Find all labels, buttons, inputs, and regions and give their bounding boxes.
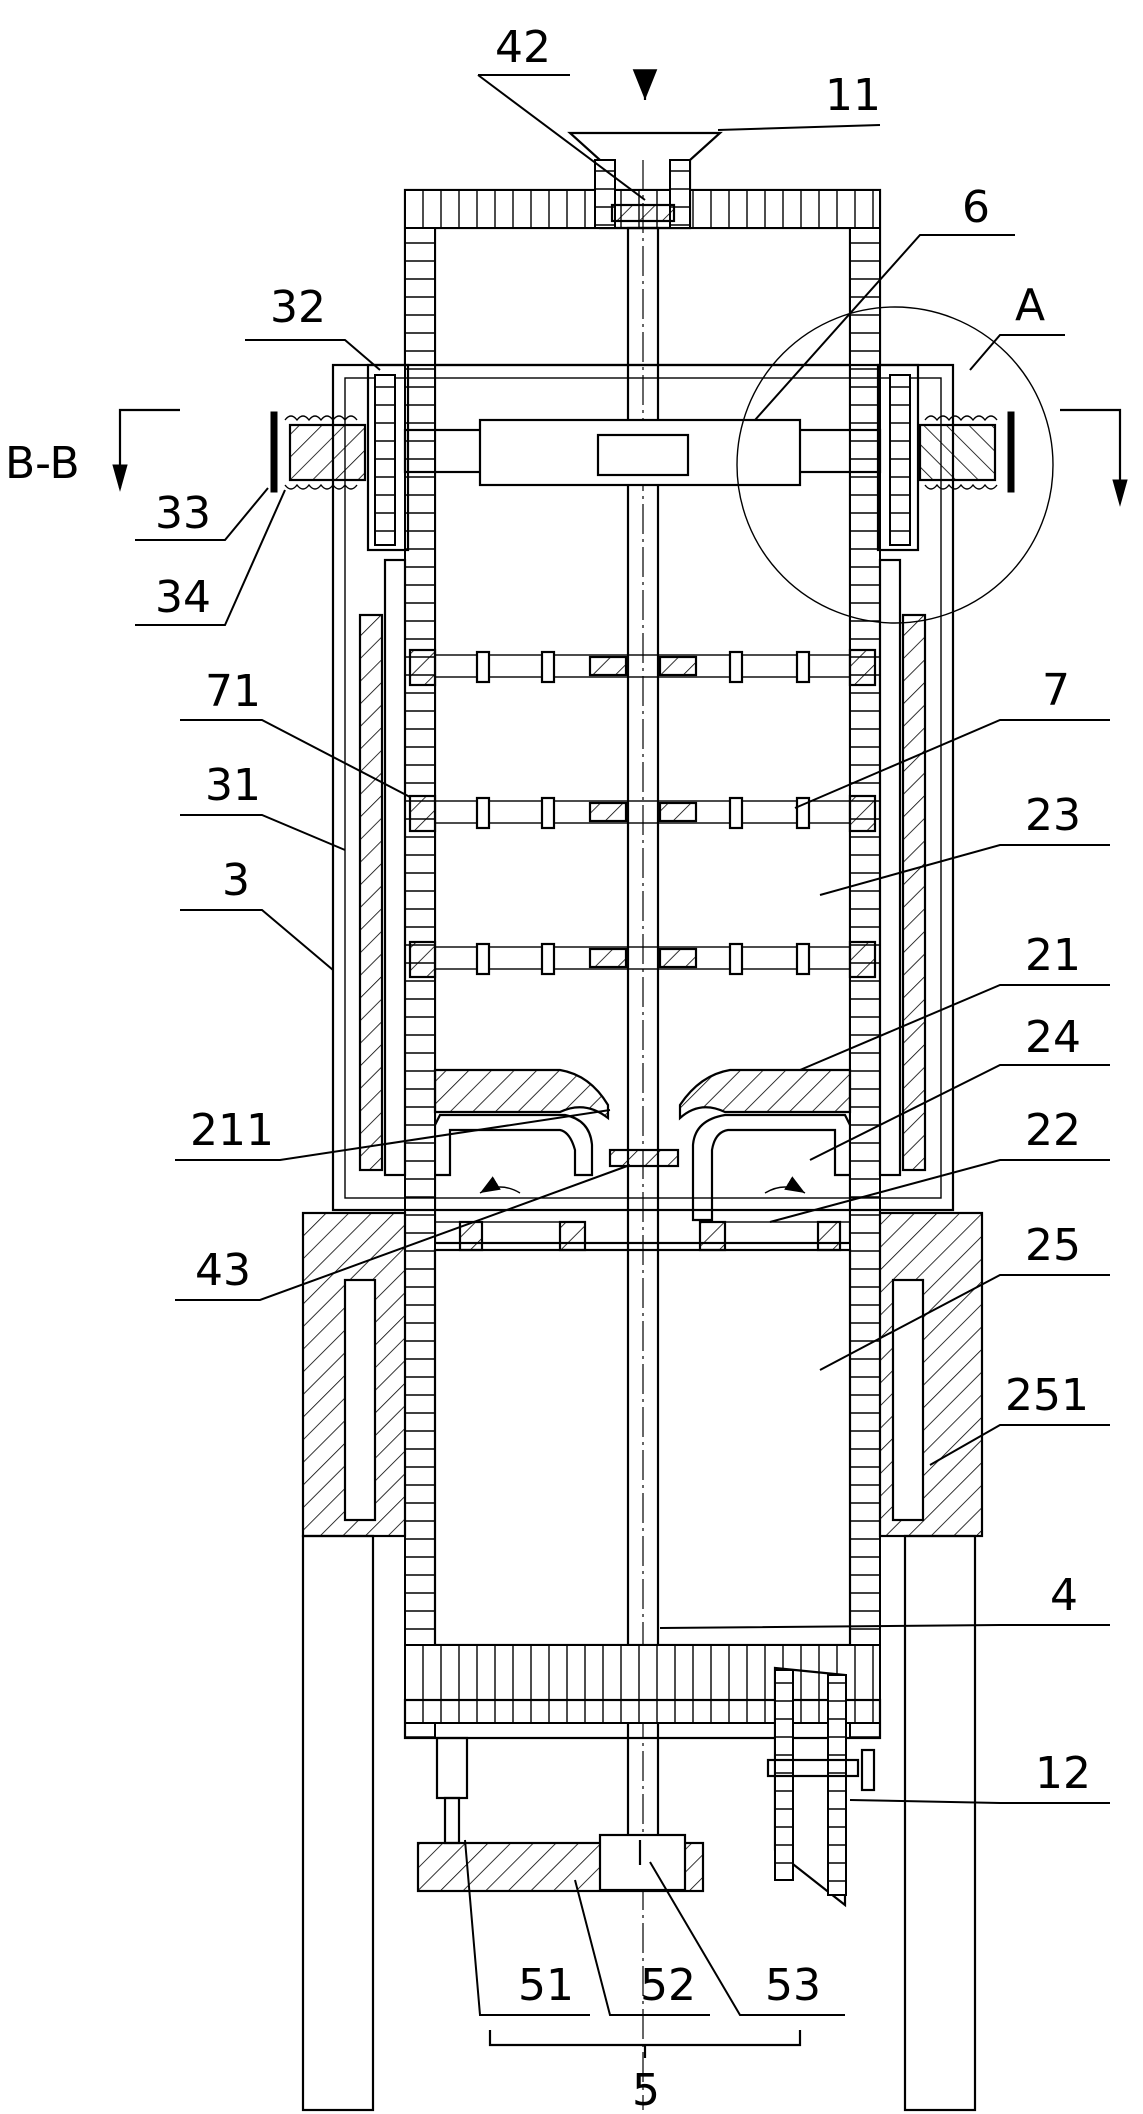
label-23: 23 — [1025, 790, 1081, 841]
label-11: 11 — [825, 70, 881, 121]
heating-plate-right — [901, 613, 927, 1172]
label-32: 32 — [270, 282, 326, 333]
part-labels: 42 11 6 A 32 B-B 33 34 71 31 3 7 23 21 2… — [5, 22, 1091, 2114]
screw-33-left — [288, 423, 367, 482]
deflector-24-right — [691, 1113, 851, 1222]
stirring-layers — [408, 648, 877, 979]
heater-251-left — [343, 1278, 377, 1522]
screw-33-right — [918, 423, 997, 482]
right-wall — [849, 227, 881, 1739]
left-wall — [404, 227, 436, 1739]
leg-left — [301, 1534, 375, 2112]
side-rail-right — [878, 558, 902, 1177]
label-4: 4 — [1050, 1570, 1078, 1621]
label-25: 25 — [1025, 1220, 1081, 1271]
label-71: 71 — [205, 666, 261, 717]
discharge-pipe — [766, 1666, 876, 1908]
label-43: 43 — [195, 1245, 251, 1296]
funnel-21-right — [678, 1068, 852, 1121]
label-53: 53 — [765, 1960, 821, 2011]
label-211: 211 — [190, 1105, 274, 1156]
cross-bar-assembly — [270, 306, 1054, 624]
label-A: A — [1015, 280, 1045, 331]
heater-251-right — [891, 1278, 925, 1522]
rack-right — [889, 374, 911, 546]
detail-circle-A — [736, 306, 1054, 624]
bellows-34-right — [924, 415, 998, 490]
leg-right — [903, 1534, 977, 2112]
label-42: 42 — [495, 22, 551, 73]
hatch-22-right-end — [816, 1220, 842, 1252]
drive-assembly — [416, 1736, 705, 1893]
bottom-plate — [404, 1644, 881, 1724]
label-22: 22 — [1025, 1105, 1081, 1156]
label-251: 251 — [1005, 1370, 1089, 1421]
label-24: 24 — [1025, 1012, 1081, 1063]
label-B-B: B-B — [5, 438, 80, 489]
feed-hopper — [567, 69, 723, 230]
label-33: 33 — [155, 488, 211, 539]
section-marks — [112, 408, 1128, 507]
label-52: 52 — [640, 1960, 696, 2011]
side-rail-left — [383, 558, 407, 1177]
plate-22-right — [698, 1220, 727, 1252]
gear-box-right — [876, 363, 920, 552]
label-3: 3 — [222, 855, 250, 906]
label-12: 12 — [1035, 1748, 1091, 1799]
stirring-layer-2 — [408, 794, 877, 833]
label-51: 51 — [518, 1960, 574, 2011]
leader-lines — [135, 74, 1110, 2058]
bearing-53 — [598, 1833, 687, 1892]
deflector-24-left — [434, 1113, 594, 1177]
stirring-layer-3 — [408, 940, 877, 979]
funnel-assembly — [433, 1068, 852, 1252]
rack-left — [374, 374, 396, 546]
stirring-layer-1 — [408, 648, 877, 687]
lower-chamber — [301, 1211, 984, 1740]
label-7: 7 — [1042, 665, 1070, 716]
heating-plate-left — [358, 613, 384, 1172]
funnel-21-left — [433, 1068, 610, 1121]
gear-box-left — [366, 363, 410, 552]
label-21: 21 — [1025, 930, 1081, 981]
label-31: 31 — [205, 760, 261, 811]
valve — [766, 1758, 860, 1778]
label-34: 34 — [155, 572, 211, 623]
plate-22-left — [558, 1220, 587, 1252]
seal-42 — [610, 203, 676, 223]
legs — [301, 1534, 977, 2112]
cylinder-51 — [435, 1736, 469, 1800]
label-5: 5 — [632, 2065, 660, 2114]
bellows-34-left — [284, 415, 358, 490]
label-6: 6 — [962, 182, 990, 233]
